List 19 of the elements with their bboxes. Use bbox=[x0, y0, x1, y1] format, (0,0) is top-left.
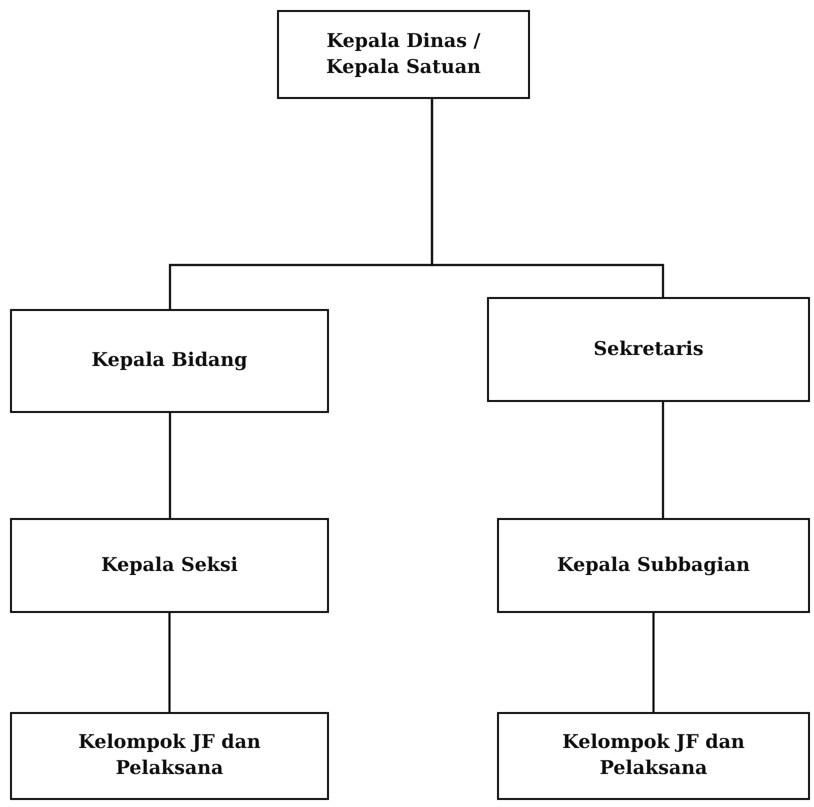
org-box bbox=[497, 518, 810, 613]
org-box bbox=[487, 297, 810, 402]
connector-line bbox=[168, 413, 172, 518]
box-label: Sekretaris bbox=[592, 336, 705, 362]
org-box bbox=[10, 518, 329, 613]
connector-line bbox=[430, 99, 664, 297]
connector-line bbox=[168, 613, 171, 712]
box-label: Kepala Seksi bbox=[100, 552, 239, 578]
box-label: Kepala Subbagian bbox=[556, 552, 751, 578]
org-box bbox=[10, 309, 329, 413]
box-label: Kelompok JF dan Pelaksana bbox=[561, 730, 746, 781]
box-label: Kelompok JF dan Pelaksana bbox=[77, 730, 262, 781]
org-box bbox=[10, 712, 329, 800]
org-box bbox=[277, 10, 530, 99]
box-label: Kepala Dinas / Kepala Satuan bbox=[325, 28, 482, 80]
connector-line bbox=[652, 613, 655, 712]
box-label: Kepala Bidang bbox=[90, 348, 248, 374]
connector-line bbox=[662, 402, 664, 518]
org-box bbox=[497, 712, 810, 800]
